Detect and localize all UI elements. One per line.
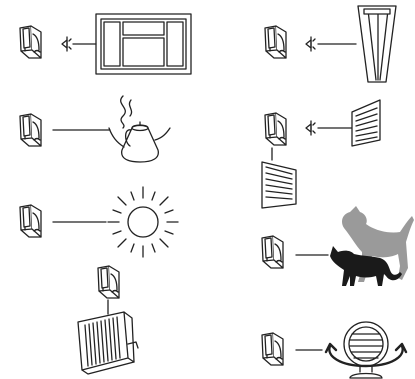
speaker-icon [306,37,315,51]
motion-sensor-icon [262,333,283,365]
motion-sensor-icon [265,26,286,58]
speaker-icon [62,37,71,51]
speaker-icon [306,121,315,135]
motion-sensor-icon [98,266,119,298]
motion-sensor-icon [20,205,41,237]
fluorescent-tube-icon [358,6,396,82]
scene-radiator [78,266,138,374]
scene-pets [262,206,414,286]
scene-rotating-fan [262,322,406,378]
scene-kettle [20,96,170,162]
air-vent-icon [352,100,380,146]
steaming-kettle-icon [109,96,170,162]
sun-icon [108,187,178,257]
scene-window [20,14,191,74]
fan-icon [344,322,388,378]
scene-sun [20,187,178,257]
radiator-icon [78,312,138,374]
motion-sensor-icon [20,26,41,58]
window-icon [96,14,191,74]
motion-sensor-icon [20,114,41,146]
motion-sensor-icon [262,236,283,268]
air-vent-icon [262,162,296,208]
scene-fluorescent-light [265,6,396,82]
scene-air-vents [262,100,380,208]
motion-sensor-icon [265,113,286,145]
